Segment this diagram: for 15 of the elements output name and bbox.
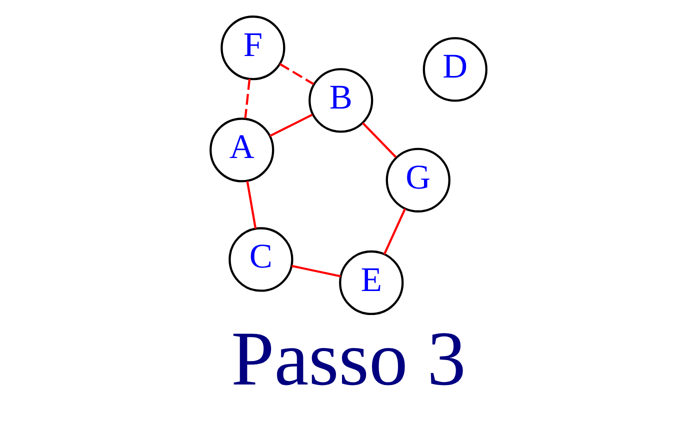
node-circle: F: [220, 16, 286, 80]
connector: [279, 62, 314, 86]
node-circle: B: [308, 68, 374, 133]
node-circle: C: [228, 227, 294, 292]
connector: [383, 208, 406, 255]
node-circle: G: [386, 148, 450, 212]
node-circle: A: [210, 118, 274, 182]
connector: [246, 180, 257, 229]
connector: [269, 114, 313, 137]
connector: [291, 264, 341, 278]
node-circle: D: [422, 37, 488, 102]
connector: [362, 122, 397, 158]
connector: [244, 78, 251, 118]
caption: Passo 3: [231, 316, 466, 402]
node-circle: E: [339, 250, 404, 316]
